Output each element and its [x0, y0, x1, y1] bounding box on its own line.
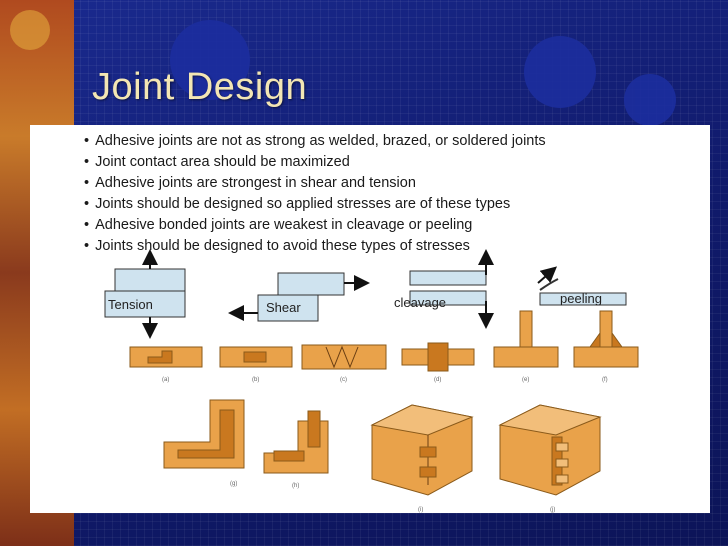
bullet-item: Joint contact area should be maximized [84, 152, 546, 173]
caption-e: (e) [522, 377, 529, 383]
caption-j: (j) [550, 507, 555, 513]
joint-i [370, 404, 474, 496]
joint-d [401, 342, 475, 372]
caption-b: (b) [252, 377, 259, 383]
peeling-label: peeling [560, 291, 602, 306]
caption-h: (h) [292, 483, 299, 489]
joint-a [129, 346, 203, 368]
bullet-list: Adhesive joints are not as strong as wel… [84, 131, 546, 257]
bullet-item: Adhesive joints are not as strong as wel… [84, 131, 546, 152]
cleavage-diagram: cleavage [394, 249, 494, 329]
bullet-item: Adhesive joints are strongest in shear a… [84, 173, 546, 194]
gear-decoration-icon [10, 10, 676, 126]
joint-e [493, 310, 559, 368]
shear-diagram: Shear [228, 272, 370, 322]
caption-d: (d) [434, 377, 441, 383]
slide-title: Joint Design [92, 66, 308, 108]
shear-label: Shear [266, 300, 301, 315]
bullet-item: Joints should be designed so applied str… [84, 194, 546, 215]
joint-j [498, 404, 602, 496]
cleavage-label: cleavage [394, 295, 446, 310]
caption-i: (i) [418, 507, 423, 513]
bullet-item: Joints should be designed to avoid these… [84, 236, 546, 257]
peeling-diagram: peeling [537, 266, 627, 306]
bullet-item: Adhesive bonded joints are weakest in cl… [84, 215, 546, 236]
tension-label: Tension [108, 297, 153, 312]
tension-diagram: Tension [104, 249, 186, 339]
joint-g [163, 399, 245, 469]
caption-c: (c) [340, 377, 347, 383]
caption-a: (a) [162, 377, 169, 383]
content-panel: Adhesive joints are not as strong as wel… [30, 125, 710, 513]
joint-f [573, 310, 639, 368]
joint-c [301, 344, 387, 370]
joint-design-diagram: Tension Shear cleavage peeling [104, 249, 639, 513]
caption-f: (f) [602, 377, 608, 383]
joint-b [219, 346, 293, 368]
caption-g: (g) [230, 481, 237, 487]
joint-h [263, 410, 329, 474]
